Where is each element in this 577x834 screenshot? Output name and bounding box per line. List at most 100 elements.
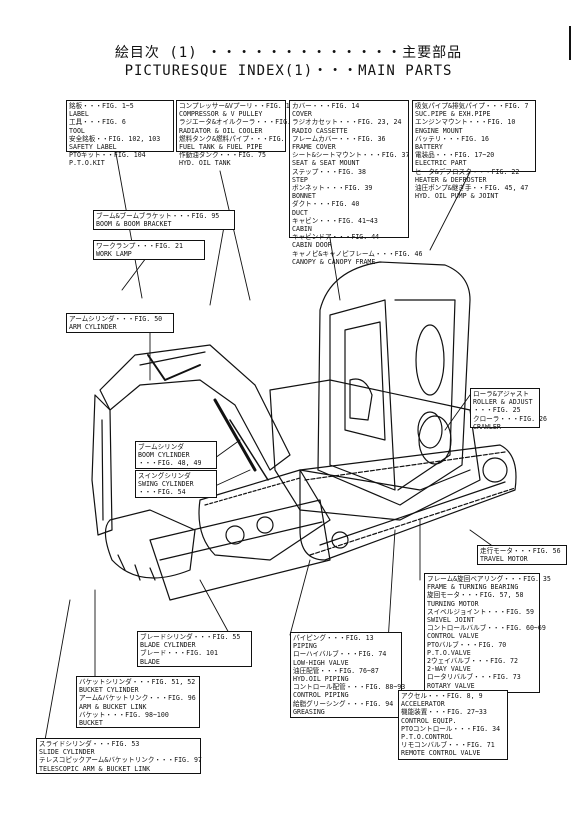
box-line: HYD.OIL PIPING [293,675,349,684]
box-line: ラジオカセット・・・FIG. 23, 24 [292,118,402,127]
box-cover: カバー・・・FIG. 14 COVER ラジオカセット・・・FIG. 23, 2… [289,100,422,266]
box-line: P.T.O.CONTROL [401,733,453,742]
box-line: ヒータ&デフロスタ・・・FIG. 22 [415,167,520,176]
box-line: コントロールバルブ・・・FIG. 60~69 [427,624,546,633]
box-line: リモコンバルブ・・・FIG. 71 [401,741,495,750]
box-line: LABEL [69,110,89,119]
box-line: 2-WAY VALVE [427,665,471,674]
box-line: FRAME & TURNING BEARING [427,583,519,592]
box-line: ワークランプ・・・FIG. 21 [96,242,183,250]
box-line: エンジンマウント・・・FIG. 10 [415,118,516,127]
box-line: ブーム&ブームブラケット・・・FIG. 95 [96,212,220,220]
box-line: CABIN DOOR [292,241,332,250]
box-line: FRAME COVER [292,143,336,152]
arm-cylinder [147,354,201,381]
box-line: 旋回モータ・・・FIG. 57, 58 [427,591,524,600]
box-line: ロータリバルブ・・・FIG. 73 [427,673,521,682]
box-frame: フレーム&旋回ベアリング・・・FIG. 35 FRAME & TURNING B… [424,573,551,693]
box-line: スイベルジョイント・・・FIG. 59 [427,607,534,616]
box-line: CRAWLER [473,422,501,431]
box-line: ダクト・・・FIG. 40 [292,200,360,209]
box-line: SLIDE CYLINDER [39,748,95,757]
box-line: 銘板・・・FIG. 1~5 [69,102,134,110]
box-line: P.T.O.KIT [69,159,105,168]
box-swing-cylinder: スイングシリンダ SWING CYLINDER ・・・FIG. 54 [135,470,217,498]
box-line: BLADE CYLINDER [140,641,196,650]
box-line: HEATER & DEFROSTER [415,175,487,184]
box-line: カバー・・・FIG. 14 [292,102,360,110]
box-line: REMOTE CONTROL VALVE [401,749,481,758]
box-line: RADIATOR & OIL COOLER [179,126,263,135]
box-roller-adjust: ローラ&アジャスト ROLLER & ADJUST ・・・FIG. 25 クロー… [470,388,547,431]
page-title-english: PICTURESQUE INDEX(1)・・・MAIN PARTS [124,63,453,79]
box-line: ARM CYLINDER [69,323,117,332]
box-piping: パイピング・・・FIG. 13 PIPING ローハイバルブ・・・FIG. 74… [290,632,405,718]
box-line: FUEL TANK & FUEL PIPE [179,143,263,152]
box-line: CANOPY & CANOPY FRAME [292,257,376,266]
box-line: バケット・・・FIG. 98~100 [79,710,169,719]
arm [91,394,113,536]
upper-body [269,379,481,521]
box-line: ボンネット・・・FIG. 39 [292,184,373,193]
box-line: TRAVEL MOTOR [480,555,528,564]
box-line: テレスコピックアーム&バケットリンク・・・FIG. 97 [39,756,202,765]
box-line: キャビン・・・FIG. 41~43 [292,216,378,225]
box-line: BUCKET [79,719,103,728]
box-line: アクセル・・・FIG. 8, 9 [401,692,483,700]
page-title-japanese: 絵目次 (1) ・・・・・・・・・・・・・主要部品 [114,45,463,61]
box-line: BOOM & BOOM BRACKET [96,220,172,229]
box-line: 給脂グリーシング・・・FIG. 94 [293,699,394,708]
box-line: シート&シートマウント・・・FIG. 37 [292,151,410,160]
box-line: ARM & BUCKET LINK [79,702,147,711]
box-line: 燃料タンク&燃料パイプ・・・FIG. 15 [179,134,297,143]
box-line: ステップ・・・FIG. 38 [292,167,366,176]
box-label-tool: 銘板・・・FIG. 1~5 LABEL 工具・・・FIG. 6 TOOL 安全銘… [66,100,174,167]
box-compressor: コンプレッサー&Vプーリ・・FIG. 11 COMPRESSOR & V PUL… [176,100,303,167]
box-line: PTOバルブ・・・FIG. 70 [427,640,507,649]
box-line: 電装品・・・FIG. 17~20 [415,151,495,160]
box-line: ・・・FIG. 54 [138,488,186,497]
box-line: BONNET [292,192,316,201]
boom [99,344,291,471]
box-line: バケットシリンダ・・・FIG. 51, 52 [79,678,196,686]
box-line: BATTERY [415,143,443,152]
page-edge-mark [569,26,577,60]
box-line: HYD. OIL PUMP & JOINT [415,192,499,201]
box-line: キャノピ&キャノピフレーム・・・FIG. 46 [292,249,423,258]
box-line: ブームシリンダ [138,443,184,451]
box-line: COVER [292,110,312,119]
box-line: PTOコントロール・・・FIG. 34 [401,724,501,733]
box-line: ラジエータ&オイルクーラ・・・FIG. 12 [179,118,303,127]
box-line: DUCT [292,208,308,217]
box-line: 油圧配管・・・FIG. 76~87 [293,666,379,675]
box-line: RADIO CASSETTE [292,126,348,135]
box-line: COMPRESSOR & V PULLEY [179,110,263,119]
box-line: キャビンドア・・・FIG. 44 [292,233,380,242]
box-boom: ブーム&ブームブラケット・・・FIG. 95 BOOM & BOOM BRACK… [93,210,235,230]
box-line: SEAT & SEAT MOUNT [292,159,360,168]
box-line: ROLLER & ADJUST [473,398,533,407]
box-line: CABIN [292,225,312,234]
box-line: 走行モータ・・・FIG. 56 [480,547,561,555]
box-line: TURNING MOTOR [427,599,479,608]
box-suction-pipe: 吸気パイプ&排気パイプ・・・FIG. 7 SUC.PIPE & EXH.PIPE… [412,100,536,200]
box-line: ENGINE MOUNT [415,126,463,135]
box-line: CONTROL PIPING [293,691,349,700]
box-line: ・・・FIG. 48, 49 [138,459,202,468]
box-line: PIPING [293,642,317,651]
box-line: TOOL [69,126,85,135]
box-line: SWIVEL JOINT [427,616,475,625]
box-line: 工具・・・FIG. 6 [69,118,126,127]
box-line: スイングシリンダ [138,472,191,480]
cabin [317,261,471,506]
box-slide-cylinder: スライドシリンダ・・・FIG. 53 SLIDE CYLINDER テレスコピッ… [36,738,202,774]
box-line: フレームカバー・・・FIG. 36 [292,134,386,143]
box-line: ローハイバルブ・・・FIG. 74 [293,650,387,659]
box-accelerator: アクセル・・・FIG. 8, 9 ACCELERATOR 機能装置・・・FIG.… [398,690,508,760]
box-line: クローラ・・・FIG. 26 [473,414,547,423]
box-line: TELESCOPIC ARM & BUCKET LINK [39,764,151,773]
front-crawler [198,469,331,561]
box-line: 機能装置・・・FIG. 27~33 [401,708,487,717]
box-line: GREASING [293,707,325,716]
